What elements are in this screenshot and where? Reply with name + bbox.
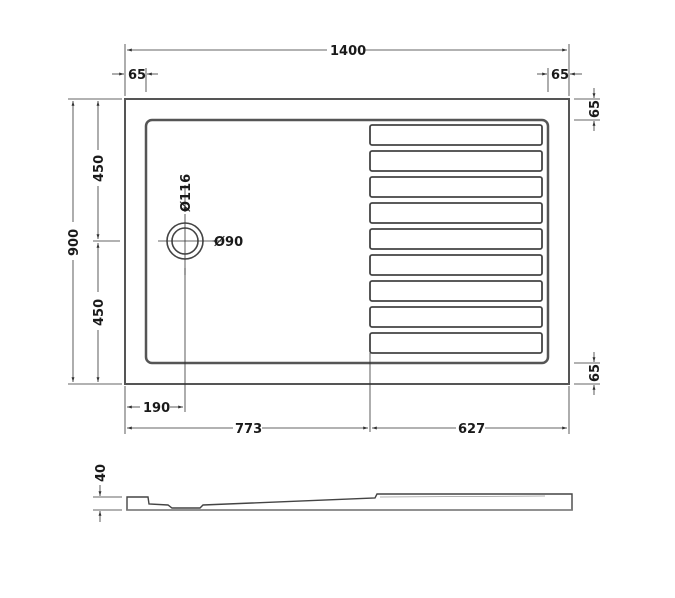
dimensions: 1400 65 65 65 65 900 450: [67, 44, 603, 437]
dim-flat-zone: 773: [235, 422, 262, 437]
tray-basin: [144, 118, 550, 365]
waste-outlet: [158, 185, 222, 412]
dim-ribbed-zone: 627: [458, 422, 485, 437]
dim-left-rim: 65: [128, 68, 146, 83]
dim-overall-width: 1400: [330, 44, 366, 59]
tray-profile: [126, 493, 573, 511]
tray-outline: [124, 98, 570, 385]
plan-view: Ø116 Ø90: [124, 98, 570, 432]
dim-side-height: 40: [94, 464, 109, 482]
rib-2: [369, 150, 543, 172]
rib-6: [369, 254, 543, 276]
side-view: 40: [93, 464, 573, 522]
rib-7: [369, 280, 543, 302]
rib-3: [369, 176, 543, 198]
dim-top-rim: 65: [588, 100, 603, 118]
waste-inner-diameter: Ø90: [214, 235, 243, 250]
rib-8: [369, 306, 543, 328]
dim-lower-half: 450: [92, 299, 107, 326]
dim-waste-offset: 190: [143, 401, 170, 416]
dim-bottom-rim: 65: [588, 364, 603, 382]
dim-overall-depth: 900: [67, 229, 82, 256]
waste-outer-diameter: Ø116: [179, 174, 194, 212]
rib-5: [369, 228, 543, 250]
rib-9: [369, 332, 543, 354]
drainage-ribs: [369, 124, 543, 354]
dim-upper-half: 450: [92, 155, 107, 182]
dim-right-rim: 65: [551, 68, 569, 83]
rib-4: [369, 202, 543, 224]
rib-1: [369, 124, 543, 146]
